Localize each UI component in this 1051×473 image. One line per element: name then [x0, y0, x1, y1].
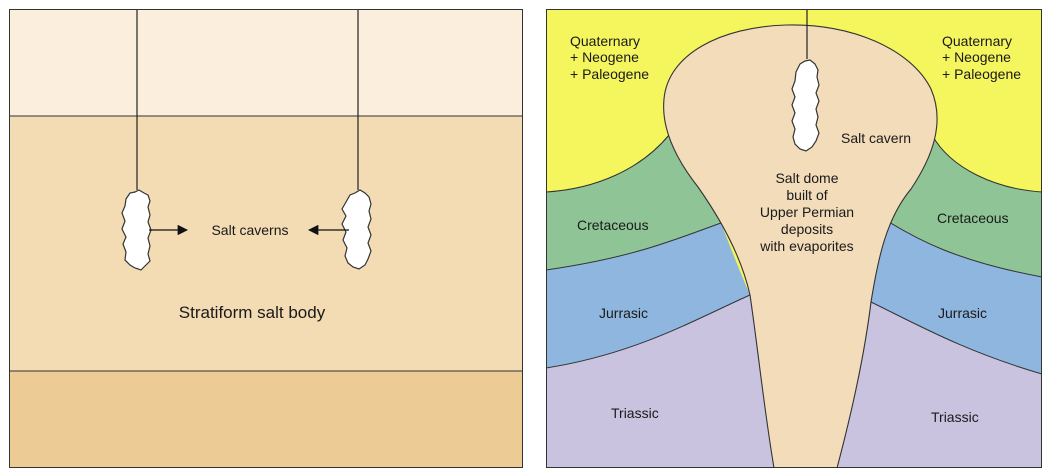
- stratiform-svg: Salt caverns Stratiform salt body: [9, 9, 523, 468]
- salt-dome-svg: Quaternary + Neogene + Paleogene Quatern…: [546, 9, 1042, 468]
- label-salt-caverns: Salt caverns: [211, 222, 288, 238]
- svg-text:+ Paleogene: + Paleogene: [942, 66, 1021, 82]
- label-triassic-left: Triassic: [611, 405, 659, 421]
- svg-text:+ Neogene: + Neogene: [570, 49, 639, 65]
- label-cretaceous-left: Cretaceous: [577, 217, 649, 233]
- svg-text:Upper Permian: Upper Permian: [760, 204, 854, 220]
- bottom-layer: [9, 371, 523, 468]
- label-quaternary-right: Quaternary + Neogene + Paleogene: [942, 33, 1021, 82]
- cavern-left: [122, 190, 151, 270]
- label-jurassic-right: Jurrasic: [938, 305, 987, 321]
- stratiform-diagram: Salt caverns Stratiform salt body: [9, 9, 523, 468]
- svg-text:with evaporites: with evaporites: [759, 238, 853, 254]
- svg-text:Quaternary: Quaternary: [570, 33, 640, 49]
- label-quaternary-left: Quaternary + Neogene + Paleogene: [570, 33, 649, 82]
- label-cretaceous-right: Cretaceous: [937, 210, 1009, 226]
- svg-text:+ Paleogene: + Paleogene: [570, 66, 649, 82]
- label-salt-cavern: Salt cavern: [841, 130, 911, 146]
- salt-dome-diagram: Quaternary + Neogene + Paleogene Quatern…: [546, 9, 1042, 468]
- svg-text:Salt dome: Salt dome: [775, 170, 838, 186]
- label-jurassic-left: Jurrasic: [599, 305, 648, 321]
- top-layer: [9, 9, 523, 116]
- svg-text:+ Neogene: + Neogene: [942, 49, 1011, 65]
- svg-text:Quaternary: Quaternary: [942, 33, 1012, 49]
- svg-text:built of: built of: [786, 187, 827, 203]
- svg-text:deposits: deposits: [781, 221, 833, 237]
- label-triassic-right: Triassic: [931, 409, 979, 425]
- salt-layer: [9, 116, 523, 371]
- dome-cavern: [792, 60, 819, 151]
- label-stratiform-body: Stratiform salt body: [179, 303, 326, 322]
